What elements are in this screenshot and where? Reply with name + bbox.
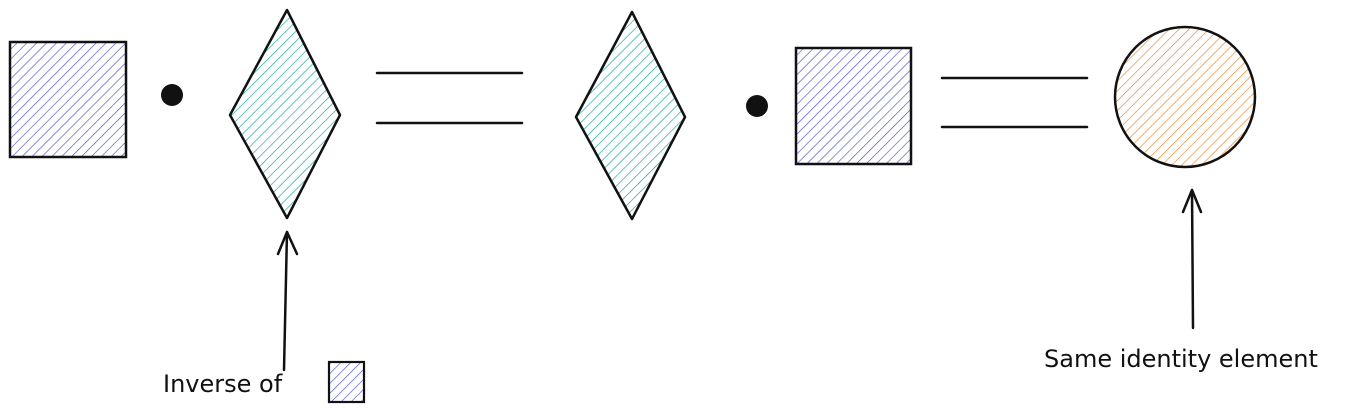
inverse-of-label: Inverse of [163,370,283,398]
equals-sign-icon [940,76,1089,129]
element-square-left [8,40,128,159]
arrow-up-icon [1181,188,1203,330]
arrow-up-icon [276,230,299,372]
dot-operator-icon [746,95,768,117]
inverse-legend-square [327,360,366,404]
element-square-right [794,46,913,166]
identity-element-label: Same identity element [1044,345,1318,373]
element-diamond-right [574,10,687,221]
dot-operator-icon [161,84,183,106]
equals-sign-icon [375,71,524,125]
identity-element-circle [1113,25,1257,169]
element-diamond-left [228,8,342,220]
